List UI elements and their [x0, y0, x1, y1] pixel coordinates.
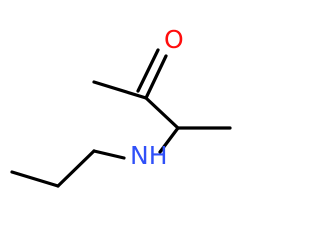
oxygen-label: O: [164, 25, 184, 54]
bond-alpha-nitrogen: [158, 126, 180, 154]
molecule-structure: O NH: [10, 25, 232, 188]
bond-propyl-3: [10, 170, 60, 188]
bond-propyl-2: [56, 149, 96, 188]
bond-carbonyl-double-2: [136, 48, 160, 93]
bond-nitrogen-propyl: [92, 149, 126, 160]
bond-carbonyl-alpha: [144, 96, 180, 130]
nitrogen-label: NH: [130, 141, 168, 170]
bond-methyl-carbonyl: [92, 80, 148, 100]
bond-carbonyl-double-1: [144, 54, 168, 100]
